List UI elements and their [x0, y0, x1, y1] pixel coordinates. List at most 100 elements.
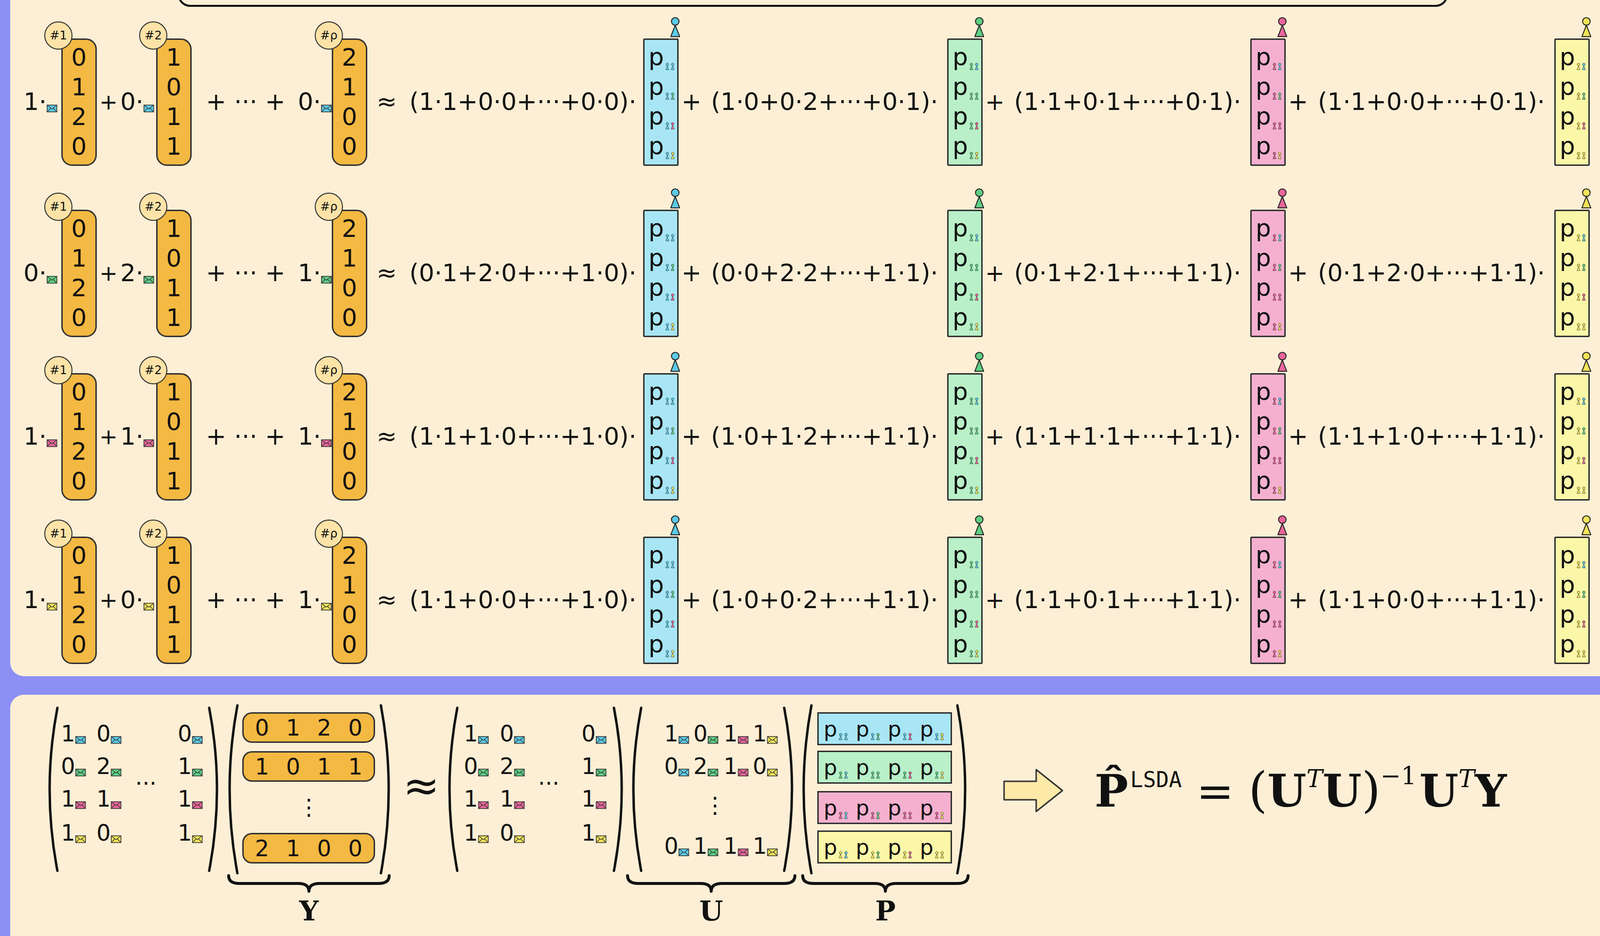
envelope-body: [679, 848, 689, 856]
person-head: [1278, 264, 1281, 267]
profile-column-text: p p p p: [1255, 538, 1273, 660]
person-head: [1582, 152, 1585, 155]
person-body: [935, 854, 939, 859]
envelope-flap: [738, 848, 749, 856]
profile-column: p p p p: [643, 38, 679, 166]
envelope-flap: [514, 769, 525, 776]
person-icon: [940, 733, 944, 740]
person-head: [975, 427, 978, 431]
person-icon: [1273, 264, 1277, 271]
profile-column: p p p p: [1554, 209, 1590, 338]
envelope-body: [514, 801, 525, 809]
person-icon: [970, 457, 973, 465]
person-body: [1582, 430, 1586, 434]
person-icon: [1577, 397, 1581, 405]
envelope-icon: [708, 769, 719, 776]
bracket: [229, 705, 238, 874]
profile-column: p p p p: [947, 373, 983, 501]
person-icon: [1278, 591, 1282, 598]
person-body: [1273, 95, 1277, 100]
person-body: [1273, 400, 1277, 405]
envelope-icon: [75, 736, 86, 744]
person-icon: [665, 650, 669, 658]
count-vector-text: 0 1 2 0: [68, 214, 90, 333]
profile-column: p p p p: [643, 209, 679, 338]
envelope-flap: [192, 736, 203, 744]
person-head: [1273, 397, 1276, 401]
person-icon: [1278, 264, 1282, 271]
person-head: [970, 264, 973, 267]
person-head: [970, 63, 973, 66]
person-icon: [1577, 122, 1581, 129]
person-body: [1273, 489, 1277, 494]
person-body: [1278, 236, 1282, 241]
matrix-entry: 1: [177, 786, 192, 812]
person-icon: [1277, 188, 1287, 208]
formula-part: U: [1419, 765, 1459, 818]
envelope-icon: [143, 603, 154, 611]
profile-column-text: p p p p: [648, 374, 666, 496]
envelope-icon: [596, 736, 607, 744]
person-head: [665, 561, 669, 564]
person-head: [1278, 561, 1281, 564]
envelope-icon: [514, 736, 525, 744]
envelope-flap: [679, 769, 689, 776]
person-body: [671, 430, 675, 434]
person-head: [1577, 427, 1580, 431]
person-icon: [970, 323, 973, 331]
person-body: [1577, 65, 1581, 70]
person-icon: [671, 650, 675, 658]
person-body: [1577, 652, 1581, 657]
profile-column-text: p p p p: [1255, 374, 1273, 496]
envelope-icon: [47, 276, 57, 284]
person-head: [671, 591, 674, 594]
envelope-icon: [143, 439, 154, 447]
person-head: [1582, 561, 1585, 564]
person-body: [671, 652, 675, 657]
count-vector: 1 0 1 1: [156, 373, 192, 501]
person-body: [1582, 125, 1586, 129]
person-head: [1273, 152, 1276, 155]
person-head: [1582, 457, 1585, 460]
person-head: [1278, 486, 1281, 490]
bracket: [380, 705, 389, 874]
person-icon: [665, 561, 669, 569]
person-body: [1278, 593, 1282, 598]
person-body: [671, 65, 675, 70]
envelope-flap: [321, 276, 332, 284]
profile-column: p p p p: [1554, 536, 1590, 665]
person-body: [665, 593, 669, 598]
vector-badge: #2: [139, 21, 168, 50]
person-head: [975, 152, 978, 155]
profile-column: p p p p: [947, 209, 983, 338]
person-head: [1278, 620, 1281, 624]
envelope-flap: [478, 769, 489, 776]
person-head: [935, 771, 938, 774]
person-icon: [975, 397, 979, 405]
profile-column-text: p p p p: [1559, 211, 1577, 333]
person-body: [671, 489, 675, 494]
person-head: [970, 620, 973, 624]
person-body: [1273, 236, 1277, 241]
person-icon: [1273, 63, 1277, 71]
person-head: [671, 397, 674, 401]
person-head: [970, 234, 973, 237]
person-head: [1278, 17, 1287, 26]
person-head: [1278, 234, 1281, 237]
person-body: [935, 814, 939, 819]
vector-badge-text: #1: [49, 28, 67, 43]
envelope-icon: [767, 848, 778, 856]
person-icon: [1582, 620, 1586, 628]
person-head: [1577, 122, 1580, 126]
person-icon: [665, 293, 669, 301]
person-icon: [1273, 457, 1277, 465]
person-icon: [975, 591, 979, 598]
person-icon: [665, 427, 669, 435]
envelope-icon: [738, 769, 749, 776]
profile-row-bar-text: p p p p: [818, 795, 934, 821]
weight-sum: (1·1+0·0+···+0·0)·: [409, 88, 637, 117]
person-head: [970, 397, 973, 401]
person-icon: [1273, 293, 1277, 301]
equations-panel: [10, 0, 1600, 677]
plus-sign: +: [985, 89, 1005, 116]
